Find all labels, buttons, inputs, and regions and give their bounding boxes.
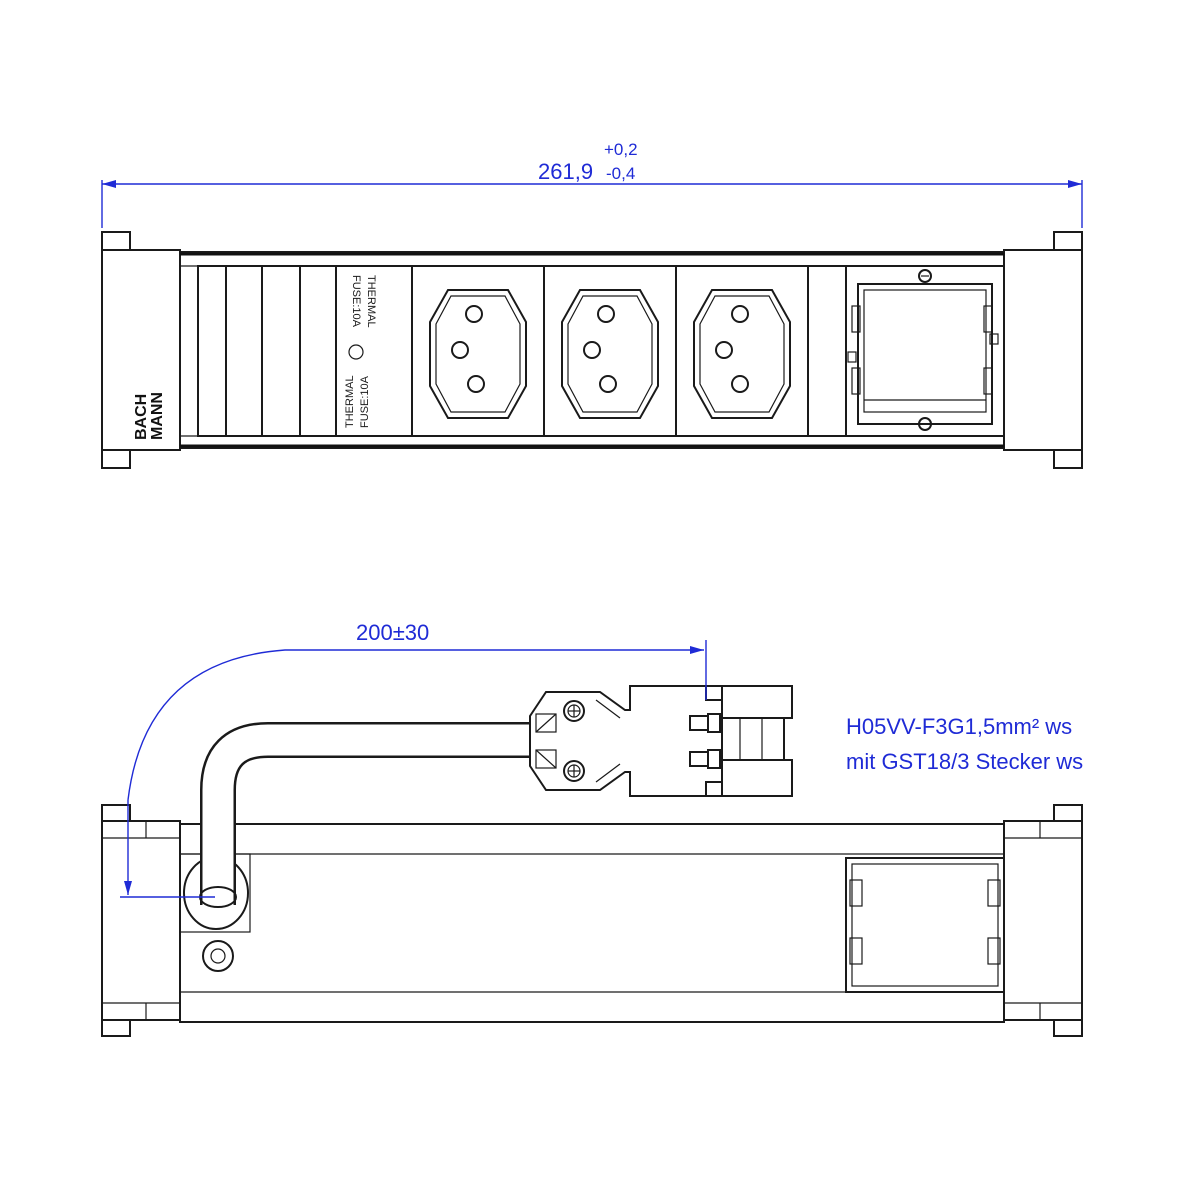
socket-type-j-2 — [543, 265, 677, 437]
socket-type-j-1 — [411, 265, 545, 437]
fuse-label-rating-a: FUSE:10A — [350, 275, 362, 328]
width-dimension: +0,2 261,9 -0,4 — [101, 140, 1083, 228]
cable-length-dimension: 200±30 — [120, 620, 707, 898]
top-right-end-cap — [1003, 249, 1083, 451]
top-mounting-tabs — [101, 231, 1083, 469]
connector-cutout-bottom — [845, 857, 1005, 993]
cable-length-value: 200±30 — [356, 620, 429, 645]
top-view: +0,2 261,9 -0,4 BACH MANN — [101, 140, 1083, 469]
width-tolerance-lower: -0,4 — [606, 164, 635, 183]
width-tolerance-upper: +0,2 — [604, 140, 638, 159]
thermal-fuse-module: THERMAL FUSE:10A THERMAL FUSE:10A — [335, 265, 413, 437]
fuse-label-thermal-a: THERMAL — [365, 275, 377, 328]
bottom-view: 200±30 H05VV-F3G1,5mm² ws mit GST18/3 St… — [101, 620, 1083, 1037]
cable-spec-line2: mit GST18/3 Stecker ws — [846, 749, 1083, 774]
blank-segments — [197, 265, 337, 437]
fuse-reset-button — [348, 344, 364, 360]
cable-spec-line1: H05VV-F3G1,5mm² ws — [846, 714, 1072, 739]
fuse-label-rating-b: FUSE:10A — [359, 375, 371, 428]
brand-logo-line1: BACH — [133, 394, 150, 440]
brand-logo: BACH MANN — [133, 392, 166, 440]
bottom-left-end-cap — [101, 820, 181, 1021]
cable-specification: H05VV-F3G1,5mm² ws mit GST18/3 Stecker w… — [846, 714, 1083, 774]
gst18-connector-plug — [529, 685, 793, 797]
top-left-end-cap — [101, 249, 181, 451]
blank-spacer — [807, 265, 847, 437]
fuse-label-thermal-b: THERMAL — [344, 375, 356, 428]
bottom-right-end-cap — [1003, 820, 1083, 1021]
connector-cutout-top — [845, 265, 1005, 437]
bottom-mounting-tabs — [101, 804, 1083, 1037]
width-value: 261,9 — [538, 159, 593, 184]
socket-type-j-3 — [675, 265, 809, 437]
brand-logo-line2: MANN — [149, 392, 166, 440]
